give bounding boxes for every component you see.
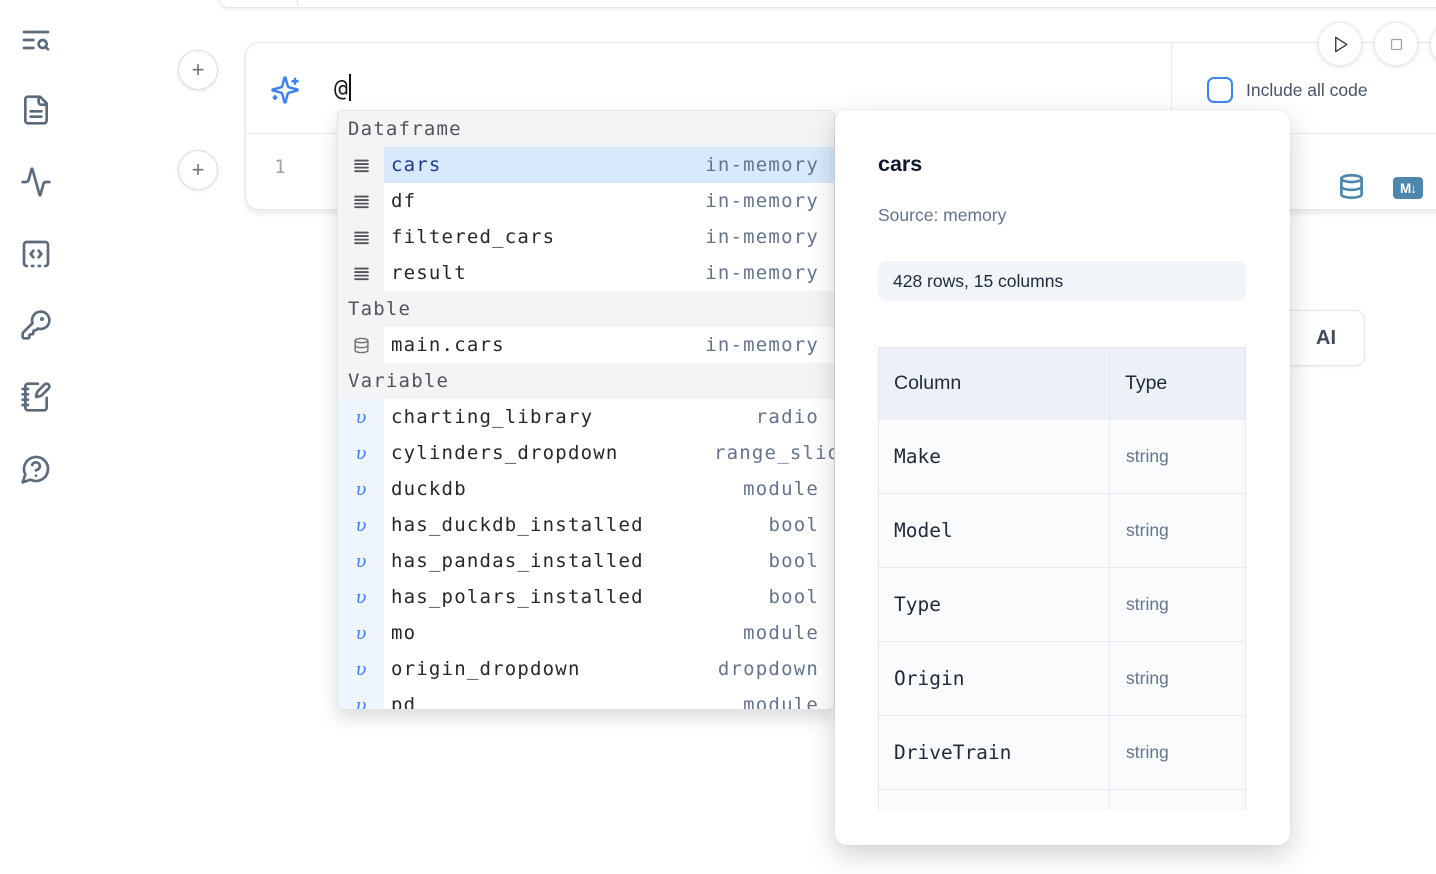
preview-source: Source: memory xyxy=(878,205,1007,225)
completion-item-cylinders-dropdown[interactable]: υ cylinders_dropdown range_slider xyxy=(338,435,834,471)
run-cell-button[interactable] xyxy=(1318,22,1362,66)
divider xyxy=(1171,43,1172,133)
add-cell-button[interactable]: + xyxy=(178,150,218,190)
table-header-row: Column Type xyxy=(879,348,1245,420)
dataframe-icon xyxy=(338,147,384,183)
ai-button-label: AI xyxy=(1316,326,1336,349)
table-row: DriveTrain string xyxy=(879,716,1245,790)
dataframe-icon xyxy=(338,183,384,219)
preview-title: cars xyxy=(878,152,923,176)
sparkles-icon xyxy=(270,75,300,105)
ai-prompt-input[interactable]: @ xyxy=(334,71,899,107)
table-row: Model string xyxy=(879,494,1245,568)
line-number: 1 xyxy=(274,156,286,178)
type-header: Type xyxy=(1125,372,1168,394)
markdown-icon[interactable]: M↓ xyxy=(1393,177,1423,199)
list-search-icon[interactable] xyxy=(20,24,52,56)
variable-icon: υ xyxy=(338,399,384,435)
prompt-text: @ xyxy=(334,76,348,102)
table-row-clipped xyxy=(879,790,1245,810)
variable-icon: υ xyxy=(338,687,384,709)
dataframe-icon xyxy=(338,255,384,291)
include-all-code-checkbox[interactable] xyxy=(1207,77,1233,103)
variable-icon: υ xyxy=(338,543,384,579)
notebook-pen-icon[interactable] xyxy=(20,381,52,413)
include-all-code-label: Include all code xyxy=(1246,79,1368,100)
previous-cell-edge xyxy=(218,0,1436,8)
key-icon[interactable] xyxy=(20,309,52,341)
preview-schema-table: Column Type Make string Model string Typ… xyxy=(878,347,1246,810)
stop-icon xyxy=(1390,38,1402,50)
section-header-table: Table xyxy=(338,291,834,327)
help-circle-icon[interactable] xyxy=(20,453,52,485)
table-row: Type string xyxy=(879,568,1245,642)
table-row: Origin string xyxy=(879,642,1245,716)
variable-icon: υ xyxy=(338,615,384,651)
section-header-variable: Variable xyxy=(338,363,834,399)
activity-icon[interactable] xyxy=(20,166,52,198)
variable-icon: υ xyxy=(338,579,384,615)
variable-icon: υ xyxy=(338,435,384,471)
database-icon xyxy=(338,327,384,363)
variable-icon: υ xyxy=(338,507,384,543)
variable-icon: υ xyxy=(338,471,384,507)
database-language-icon[interactable] xyxy=(1338,173,1365,200)
dataframe-icon xyxy=(338,219,384,255)
preview-shape-badge: 428 rows, 15 columns xyxy=(878,261,1246,301)
add-cell-button[interactable]: + xyxy=(178,50,218,90)
file-icon[interactable] xyxy=(20,94,52,126)
sidebar xyxy=(0,0,72,874)
variable-icon: υ xyxy=(338,651,384,687)
text-caret xyxy=(348,74,351,101)
code-square-icon[interactable] xyxy=(20,238,52,270)
section-header-dataframe: Dataframe xyxy=(338,111,834,147)
stop-cell-button[interactable] xyxy=(1374,22,1418,66)
dataframe-preview-panel: cars Source: memory 428 rows, 15 columns… xyxy=(835,110,1290,845)
table-row: Make string xyxy=(879,420,1245,494)
play-icon xyxy=(1334,36,1347,52)
column-header: Column xyxy=(879,348,1110,419)
